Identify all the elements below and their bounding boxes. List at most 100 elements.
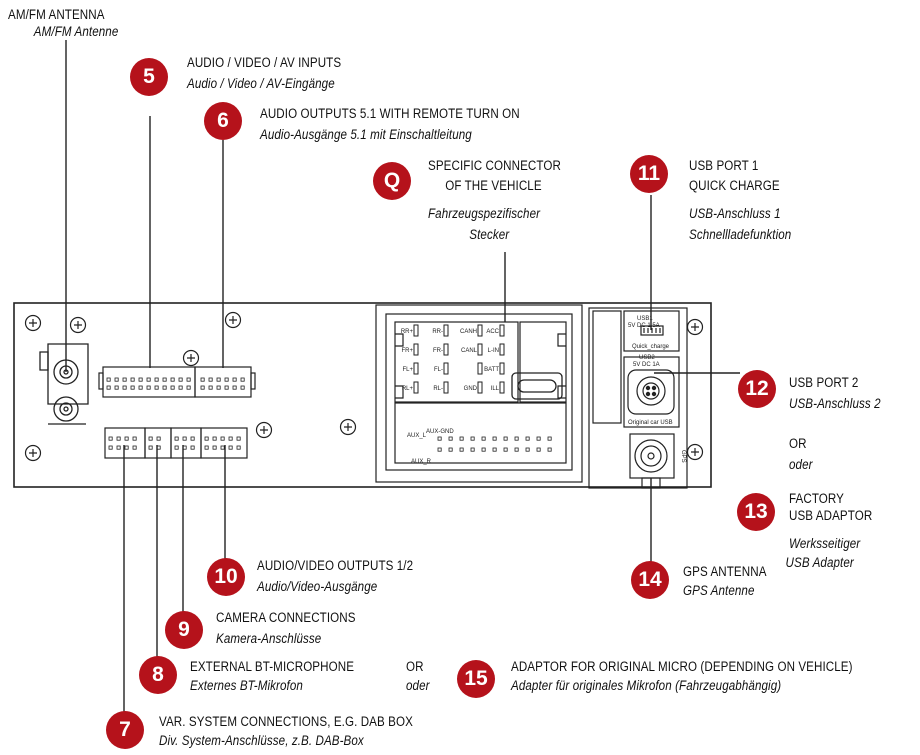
label-antenna: AM/FM ANTENNA AM/FM Antenne	[8, 6, 118, 40]
pin-slot	[413, 381, 419, 394]
pin	[186, 385, 191, 390]
pin	[116, 445, 121, 450]
label-15: ADAPTOR FOR ORIGINAL MICRO (DEPENDING ON…	[511, 658, 853, 694]
pin-grid	[108, 436, 241, 450]
usb1-spec-text: 5V DC 1.5A	[628, 323, 660, 329]
pin-label: BATT	[484, 367, 499, 373]
c15-de: Adapter für originales Mikrofon (Fahrzeu…	[511, 678, 782, 693]
badge-10: 10	[207, 558, 245, 596]
pin-slot	[499, 324, 505, 337]
c7-de: Div. System-Anschlüsse, z.B. DAB-Box	[159, 733, 364, 748]
pin	[525, 447, 530, 452]
pin-slot	[499, 343, 505, 356]
c14-de: GPS Antenne	[683, 583, 755, 598]
badge-q: Q	[373, 162, 411, 200]
c8-en: EXTERNAL BT-MICROPHONE	[190, 659, 355, 674]
pin	[240, 385, 245, 390]
pin-slot	[477, 343, 483, 356]
pin-label: L-IN	[488, 348, 499, 354]
antenna-en: AM/FM ANTENNA	[8, 7, 105, 22]
pin	[190, 445, 195, 450]
pin	[220, 436, 225, 441]
usb2-spec-text: 5V DC 1A	[633, 362, 660, 368]
pin	[108, 436, 113, 441]
screw-icon	[182, 349, 200, 367]
label-or1: OR oder	[789, 435, 813, 473]
pin	[437, 447, 442, 452]
c5-en: AUDIO / VIDEO / AV INPUTS	[187, 55, 342, 70]
pin	[170, 377, 175, 382]
q-en2: OF THE VEHICLE	[445, 178, 542, 193]
label-or2: OR oder	[406, 658, 430, 694]
c9-en: CAMERA CONNECTIONS	[216, 610, 356, 625]
pin	[228, 436, 233, 441]
pin	[178, 385, 183, 390]
c10-en: AUDIO/VIDEO OUTPUTS 1/2	[257, 558, 414, 573]
c13-de1: Werksseitiger	[789, 536, 861, 551]
pin	[200, 377, 205, 382]
pin	[492, 436, 497, 441]
pin	[514, 447, 519, 452]
pin	[138, 385, 143, 390]
pin-label: ACC	[486, 329, 499, 335]
pin	[148, 436, 153, 441]
vehicle-specific-connector	[375, 304, 583, 483]
q-de1: Fahrzeugspezifischer	[428, 206, 541, 221]
pin	[174, 436, 179, 441]
pin	[481, 436, 486, 441]
pin	[186, 377, 191, 382]
pin	[204, 445, 209, 450]
pin	[130, 385, 135, 390]
aux-gnd-text: AUX-GND	[426, 429, 454, 435]
gps-text: GPS	[680, 450, 686, 463]
pin	[525, 436, 530, 441]
pin-grid	[437, 436, 552, 452]
pin	[174, 445, 179, 450]
q-en1: SPECIFIC CONNECTOR	[428, 158, 561, 173]
pin	[448, 447, 453, 452]
c6-de: Audio-Ausgänge 5.1 mit Einschaltleitung	[260, 127, 472, 142]
pin	[204, 436, 209, 441]
pin	[448, 436, 453, 441]
pin	[106, 385, 111, 390]
pin	[470, 447, 475, 452]
pin	[459, 447, 464, 452]
pin	[459, 436, 464, 441]
pin-label: RR+	[401, 329, 414, 335]
pin-label: RL-	[433, 386, 443, 392]
am-fm-antenna-socket	[39, 343, 89, 425]
screw-icon	[24, 314, 42, 332]
c11-en2: QUICK CHARGE	[689, 178, 780, 193]
pin	[122, 377, 127, 382]
c10-de: Audio/Video-Ausgänge	[257, 579, 378, 594]
screw-icon	[339, 418, 357, 436]
badge-9: 9	[165, 611, 203, 649]
quick-charge-text: Quick_charge	[632, 344, 670, 350]
label-8: EXTERNAL BT-MICROPHONE Externes BT-Mikro…	[190, 658, 354, 694]
usb1-text: USB1	[637, 316, 653, 322]
pin	[208, 385, 213, 390]
label-10: AUDIO/VIDEO OUTPUTS 1/2 Audio/Video-Ausg…	[257, 557, 413, 595]
pin	[536, 447, 541, 452]
or2-en: OR	[406, 659, 424, 674]
pin-slot	[413, 362, 419, 375]
pin-label: GND	[464, 386, 478, 392]
pin	[146, 377, 151, 382]
badge-5: 5	[130, 58, 168, 96]
pin	[182, 436, 187, 441]
pin-label: RR-	[432, 329, 443, 335]
badge-15: 15	[457, 660, 495, 698]
pin-grid	[106, 377, 245, 390]
badge-7: 7	[106, 711, 144, 749]
badge-6: 6	[204, 102, 242, 140]
label-7: VAR. SYSTEM CONNECTIONS, E.G. DAB BOX Di…	[159, 713, 413, 749]
c7-en: VAR. SYSTEM CONNECTIONS, E.G. DAB BOX	[159, 714, 413, 729]
pin-slot	[443, 362, 449, 375]
label-11: USB PORT 1 QUICK CHARGE USB-Anschluss 1 …	[689, 157, 791, 243]
pin-slot	[499, 362, 505, 375]
pin	[148, 445, 153, 450]
badge-11: 11	[630, 155, 668, 193]
pin	[228, 445, 233, 450]
c11-de2: Schnellladefunktion	[689, 227, 792, 242]
label-6: AUDIO OUTPUTS 5.1 WITH REMOTE TURN ON Au…	[260, 105, 520, 143]
